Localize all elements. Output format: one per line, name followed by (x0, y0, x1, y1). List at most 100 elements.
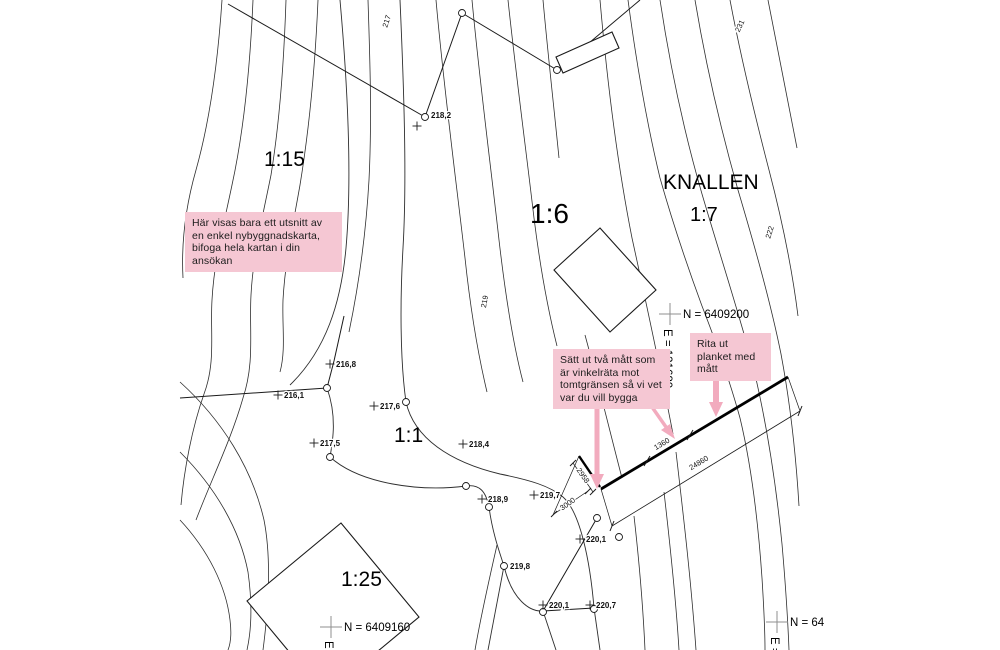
contour-line (542, 0, 560, 159)
contour-elevation-label: 219 (479, 295, 490, 309)
dimension-extension-line (572, 462, 594, 493)
coordinate-label: N = 6409160 (344, 622, 410, 634)
contour-line (627, 0, 766, 650)
contour-line (694, 0, 800, 507)
coordinate-label: E = (322, 641, 334, 650)
annotation-arrow-icon (590, 474, 604, 489)
road-edge-line (503, 565, 544, 612)
elevation-point-label: 218,2 (431, 111, 452, 120)
survey-point-marker (485, 503, 493, 511)
dimension-tick (797, 405, 803, 417)
survey-point-marker (590, 605, 598, 613)
road-edge-line (326, 387, 334, 458)
contour-line (675, 451, 697, 650)
road-edge-line (487, 565, 505, 650)
elevation-point-label: 216,1 (284, 391, 305, 400)
annotation-note-plank: Rita ut planket med mått (690, 333, 771, 381)
road-edge-line (593, 607, 601, 650)
contour-line (507, 0, 558, 347)
property-boundary-line (326, 360, 335, 389)
plank-line (600, 375, 789, 491)
road-edge-line (329, 456, 467, 489)
property-boundary-line (333, 315, 345, 362)
elevation-point-label: 218,9 (488, 495, 509, 504)
building-footprint (553, 227, 657, 333)
survey-point-marker (421, 113, 429, 121)
contour-elevation-label: 222 (763, 225, 775, 240)
dimension-tick (686, 429, 694, 441)
annotation-arrow-icon (709, 402, 723, 417)
building-footprint (555, 31, 620, 74)
dimension-tick (550, 510, 558, 518)
survey-point-marker (458, 9, 466, 17)
elevation-point-label: 219,8 (510, 562, 531, 571)
dimension-label: 3000 (558, 495, 577, 512)
elevation-point-label: 220,1 (549, 601, 570, 610)
area-knallen: KNALLEN (663, 171, 759, 194)
survey-point-marker (539, 608, 547, 616)
contour-line (663, 491, 680, 650)
contour-line (279, 0, 319, 373)
survey-point-marker (500, 562, 508, 570)
contour-line (633, 515, 646, 650)
dimension-extension-line (600, 488, 613, 527)
contour-line (471, 0, 524, 383)
contour-line (659, 0, 790, 650)
dimension-tick (569, 459, 577, 467)
dimension-label: 24860 (687, 454, 710, 472)
road-edge-line (289, 0, 350, 386)
building-footprint (246, 522, 420, 650)
coordinate-label: E = (768, 637, 780, 650)
coordinate-label: N = 64 (790, 617, 825, 629)
annotation-note-measurements: Sätt ut två mått som är vinkelräta mot t… (553, 349, 670, 409)
annotation-arrow-icon (661, 424, 675, 439)
contour-line (180, 0, 254, 506)
road-edge-line (542, 610, 557, 650)
elevation-point-label: 216,8 (336, 360, 357, 369)
property-boundary-line (424, 12, 463, 118)
contour-line (474, 544, 498, 650)
survey-point-marker (462, 482, 470, 490)
contour-line (435, 0, 488, 393)
elevation-point-label: 217,5 (320, 439, 341, 448)
parcel-1-25: 1:25 (341, 568, 382, 591)
dimension-tick (643, 455, 651, 467)
parcel-1-15: 1:15 (264, 148, 305, 171)
survey-point-marker (326, 453, 334, 461)
property-boundary-line (179, 387, 328, 399)
elevation-point-label: 217,6 (380, 402, 401, 411)
survey-point-marker (615, 533, 623, 541)
contour-line (182, 0, 223, 279)
elevation-point-label: 219,7 (540, 491, 561, 500)
survey-point-marker (553, 66, 561, 74)
property-boundary-line (461, 12, 558, 71)
elevation-point-label: 218,4 (469, 440, 490, 449)
property-boundary-line (542, 607, 595, 612)
dimension-line (611, 410, 801, 527)
parcel-1-6: 1:6 (530, 198, 569, 229)
contour-line (767, 0, 798, 149)
contour-line (179, 451, 252, 650)
road-edge-line (399, 0, 407, 403)
property-boundary-line (227, 3, 426, 118)
contour-line (195, 0, 287, 521)
contour-elevation-label: 231 (733, 18, 746, 33)
dimension-tick (609, 520, 615, 532)
annotation-note-excerpt: Här visas bara ett utsnitt av en enkel n… (185, 212, 342, 272)
contour-line (729, 0, 799, 317)
property-boundary-line (542, 517, 598, 612)
parcel-1-7: 1:7 (690, 204, 718, 226)
contour-line (179, 519, 232, 650)
contour-elevation-label: 217 (380, 14, 392, 29)
survey-point-marker (323, 384, 331, 392)
dimension-extension-line (787, 376, 801, 412)
contour-line (348, 0, 371, 333)
coordinate-label: N = 6409200 (683, 309, 749, 321)
parcel-1-1: 1:1 (394, 424, 423, 447)
dimension-extension-line (553, 490, 589, 515)
annotation-arrow-icon (650, 405, 668, 429)
dimension-tick (584, 487, 592, 495)
dimension-tick (589, 488, 597, 496)
